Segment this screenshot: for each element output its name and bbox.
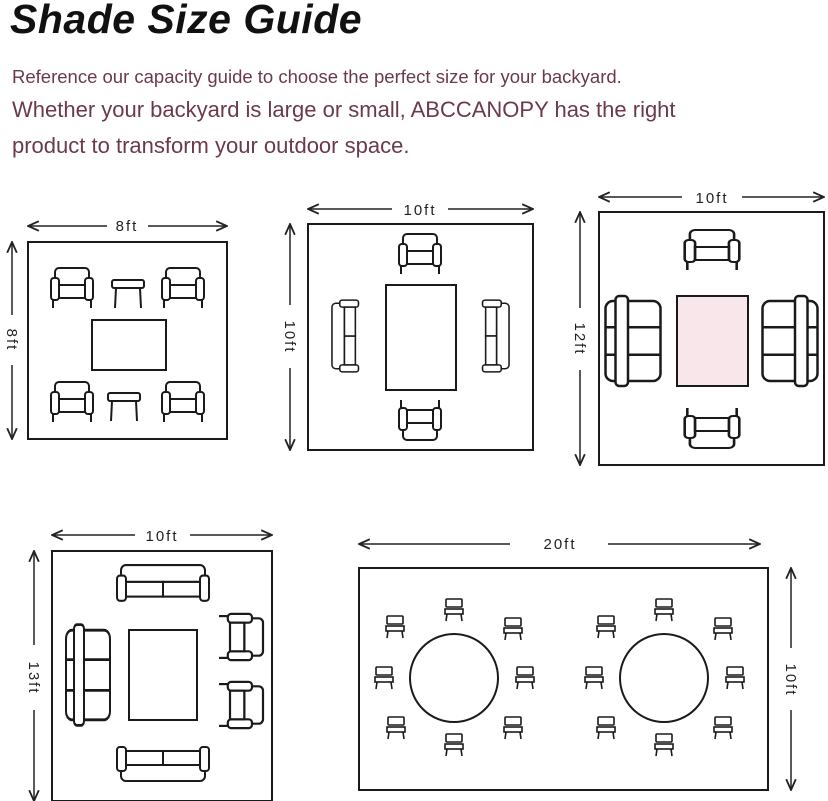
plan-10x12-width-label: 10ft (695, 190, 728, 207)
plan-10x12-depth-label: 12ft (571, 322, 588, 355)
sofa-icon (604, 294, 662, 388)
coffee-table (128, 629, 198, 721)
plan-10x13: 10ft 13ft (25, 528, 272, 801)
subtitle-line-2: product to transform your outdoor space. (12, 133, 410, 158)
plan-20x10: 20ft 10ft (359, 536, 799, 790)
plan-10x10-width-label: 10ft (403, 202, 436, 219)
rug (676, 295, 749, 387)
plan-10x13-depth-label: 13ft (25, 661, 42, 694)
coffee-table (385, 284, 457, 391)
plan-10x12: 10ft 12ft (571, 190, 824, 465)
plan-20x10-depth-label: 10ft (782, 663, 799, 696)
loveseat-icon (116, 746, 210, 782)
subtitle-small: Reference our capacity guide to choose t… (12, 66, 622, 87)
round-table (619, 633, 709, 723)
plan-8x8: 8ft 8ft (3, 218, 227, 439)
coffee-table (91, 319, 167, 371)
plan-8x8-width-label: 8ft (116, 218, 139, 235)
plan-10x13-width-label: 10ft (145, 528, 178, 545)
loveseat-icon (331, 299, 360, 373)
loveseat-icon (481, 299, 510, 373)
page-title: Shade Size Guide (10, 0, 363, 42)
plan-10x10: 10ft 10ft (281, 202, 533, 450)
loveseat-icon (115, 564, 211, 602)
sofa-icon (64, 623, 112, 727)
subtitle-line-1: Whether your backyard is large or small,… (12, 97, 676, 122)
plan-20x10-width-label: 20ft (543, 536, 576, 553)
plan-10x10-depth-label: 10ft (281, 320, 298, 353)
plan-8x8-depth-label: 8ft (3, 329, 20, 352)
sofa-icon (761, 294, 819, 388)
round-table (409, 633, 499, 723)
